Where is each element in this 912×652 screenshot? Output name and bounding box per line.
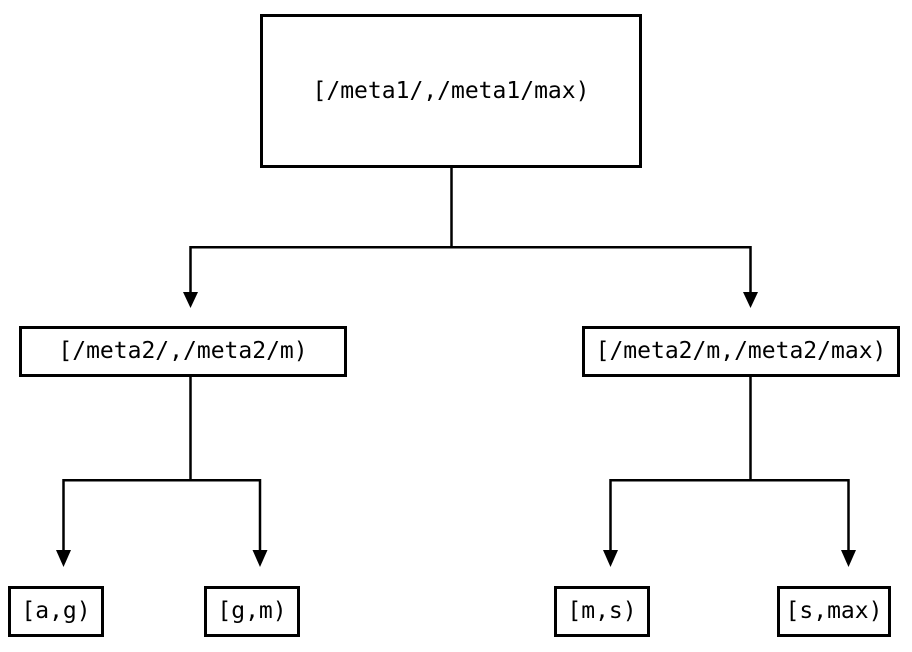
node-root-label: [/meta1/,/meta1/max) <box>312 77 590 104</box>
arrow-down-icon <box>743 292 758 308</box>
node-right-child: [/meta2/m,/meta2/max) <box>582 326 900 377</box>
edge-root-fork <box>189 246 752 292</box>
edge-right-to-leaves <box>603 377 856 567</box>
node-leaf-a-g-label: [a,g) <box>21 598 91 624</box>
node-leaf-g-m: [g,m) <box>204 586 300 637</box>
edge-right-fork <box>609 479 850 550</box>
edge-left-to-leaves <box>56 377 268 567</box>
node-leaf-m-s: [m,s) <box>554 586 650 637</box>
node-leaf-s-max: [s,max) <box>777 586 891 637</box>
node-left-child-label: [/meta2/,/meta2/m) <box>58 338 308 364</box>
node-leaf-a-g: [a,g) <box>8 586 104 637</box>
edge-left-fork <box>62 479 262 550</box>
node-left-child: [/meta2/,/meta2/m) <box>19 326 347 377</box>
node-leaf-s-max-label: [s,max) <box>785 598 883 624</box>
arrow-down-icon <box>252 550 268 567</box>
node-leaf-m-s-label: [m,s) <box>567 598 637 624</box>
arrow-down-icon <box>841 550 856 567</box>
arrow-down-icon <box>56 550 71 567</box>
edge-root-to-children <box>183 168 758 308</box>
arrow-down-icon <box>603 550 618 567</box>
node-leaf-g-m-label: [g,m) <box>217 598 287 624</box>
node-right-child-label: [/meta2/m,/meta2/max) <box>595 338 887 364</box>
node-root: [/meta1/,/meta1/max) <box>260 14 642 168</box>
arrow-down-icon <box>183 292 198 308</box>
